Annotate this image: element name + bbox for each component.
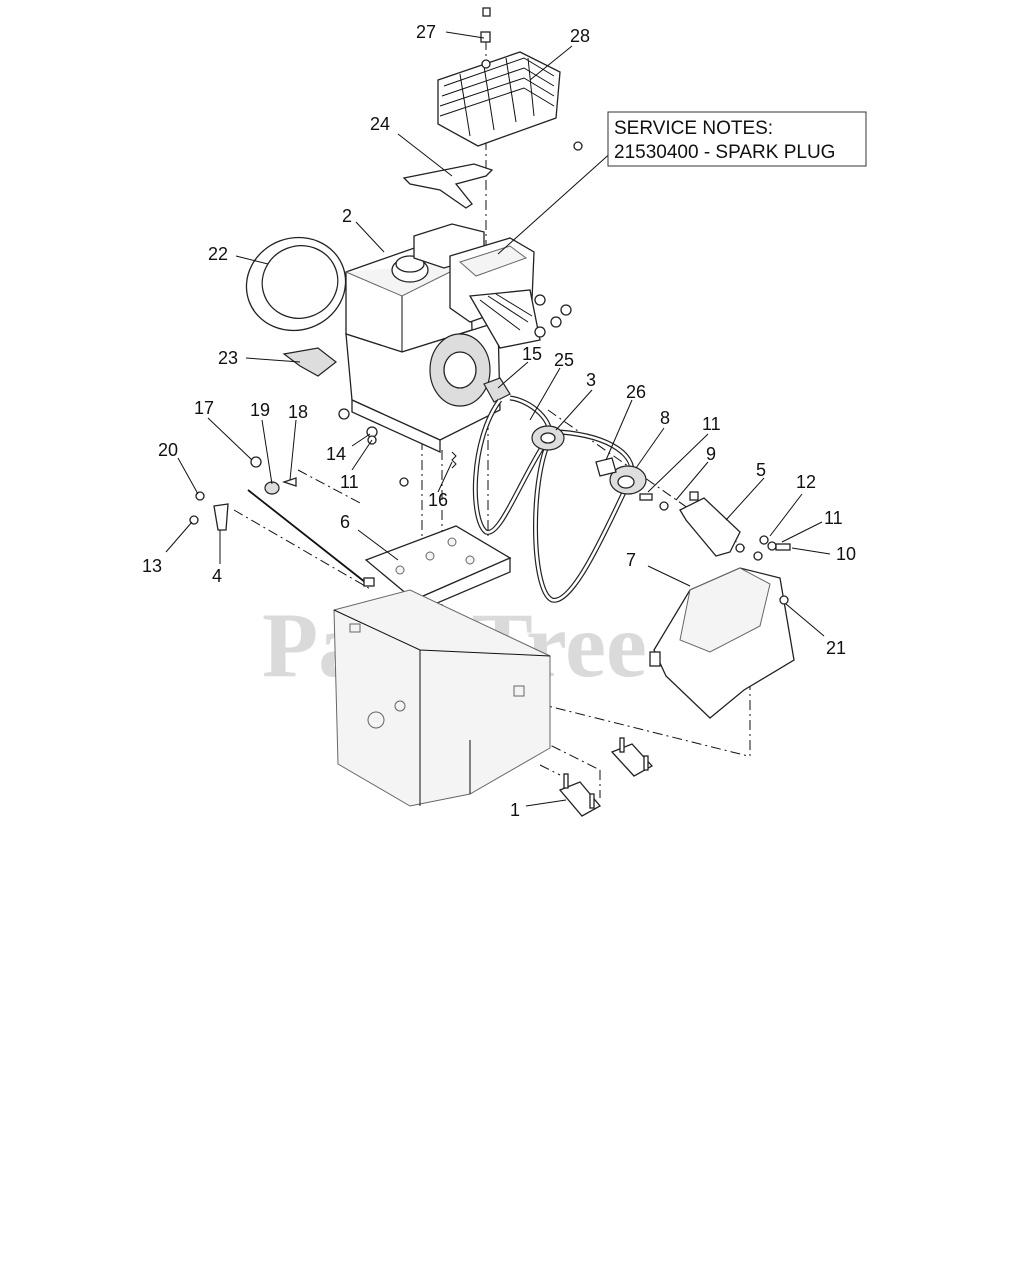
frame-housing bbox=[333, 589, 551, 807]
callout-11-a: 11 bbox=[702, 414, 721, 434]
shield-bracket bbox=[402, 163, 494, 209]
callout-4: 4 bbox=[212, 566, 222, 586]
belt-cover bbox=[649, 567, 795, 719]
pulley-8 bbox=[609, 465, 647, 495]
callout-21: 21 bbox=[826, 638, 846, 658]
skid-shoes bbox=[558, 737, 654, 817]
callout-22: 22 bbox=[208, 244, 228, 264]
callout-11-c: 11 bbox=[340, 472, 359, 492]
callout-15: 15 bbox=[522, 344, 542, 364]
clip-23 bbox=[282, 347, 337, 377]
engine-pulley bbox=[531, 425, 565, 451]
callout-3: 3 bbox=[586, 370, 596, 390]
callout-20: 20 bbox=[158, 440, 178, 460]
callout-18: 18 bbox=[288, 402, 308, 422]
callout-25: 25 bbox=[554, 350, 574, 370]
callout-5: 5 bbox=[756, 460, 766, 480]
callout-14: 14 bbox=[326, 444, 346, 464]
callout-12: 12 bbox=[796, 472, 816, 492]
callout-23: 23 bbox=[218, 348, 238, 368]
control-linkage bbox=[189, 456, 375, 587]
callout-1: 1 bbox=[510, 800, 520, 820]
drive-belts bbox=[472, 395, 635, 603]
service-notes-item: 21530400 - SPARK PLUG bbox=[614, 142, 835, 163]
callout-28: 28 bbox=[570, 26, 590, 46]
air-cleaner-ring bbox=[245, 236, 347, 332]
callout-7: 7 bbox=[626, 550, 636, 570]
callout-19: 19 bbox=[250, 400, 270, 420]
callout-24: 24 bbox=[370, 114, 390, 134]
hardware-10-12 bbox=[735, 535, 791, 561]
spacer-26 bbox=[595, 457, 617, 477]
callout-11-b: 11 bbox=[824, 508, 843, 528]
callout-27: 27 bbox=[416, 22, 436, 42]
callout-26: 26 bbox=[626, 382, 646, 402]
callout-9: 9 bbox=[706, 444, 716, 464]
engine bbox=[345, 223, 541, 454]
callout-leaders bbox=[165, 31, 831, 807]
callout-2: 2 bbox=[342, 206, 352, 226]
callout-8: 8 bbox=[660, 408, 670, 428]
heat-shield-guard bbox=[437, 51, 561, 147]
engine-hardware bbox=[338, 141, 583, 487]
callout-labels: 27 28 24 2 22 23 15 25 3 26 8 11 9 5 12 … bbox=[142, 22, 856, 820]
callout-6: 6 bbox=[340, 512, 350, 532]
callout-10: 10 bbox=[836, 544, 856, 564]
service-notes-title: SERVICE NOTES: bbox=[614, 118, 773, 139]
callout-16: 16 bbox=[428, 490, 448, 510]
spring-16 bbox=[451, 451, 457, 469]
bolt-9 bbox=[639, 491, 699, 511]
screw-21 bbox=[779, 595, 789, 605]
callout-13: 13 bbox=[142, 556, 162, 576]
belt-keeper bbox=[679, 497, 741, 557]
screw-27 bbox=[480, 7, 491, 43]
service-notes-box: SERVICE NOTES: 21530400 - SPARK PLUG bbox=[607, 111, 867, 167]
callout-17: 17 bbox=[194, 398, 214, 418]
